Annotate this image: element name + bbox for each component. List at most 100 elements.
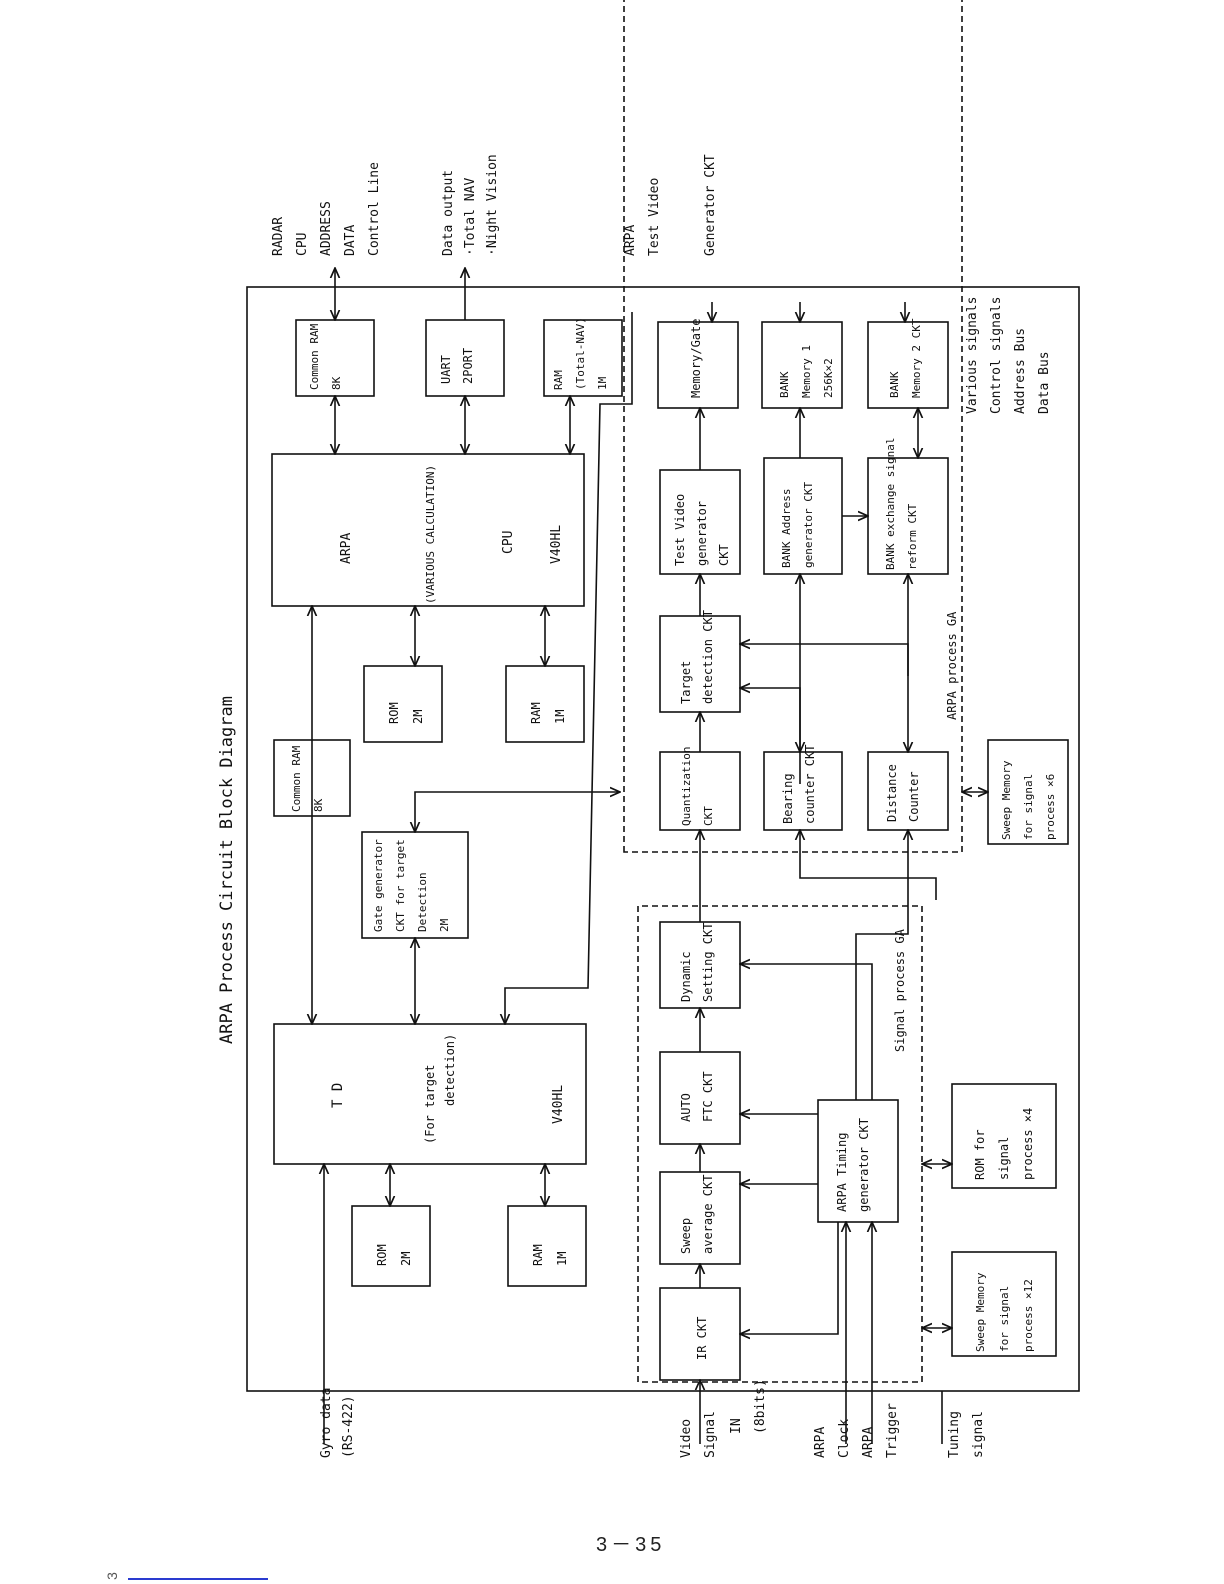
- sweep-memory-12-line-2: for signal: [998, 1286, 1011, 1352]
- uart-line-2: 2PORT: [461, 348, 475, 384]
- data-output-label-line-2: ·Total NAV: [463, 178, 478, 256]
- arpa-timing-line-2: generator CKT: [857, 1118, 871, 1212]
- auto-ftc-line-2: FTC CKT: [701, 1071, 715, 1122]
- signal-process-ga-label-line-1: Signal process GA: [893, 928, 907, 1052]
- ram-1m-lower-line-2: 1M: [555, 1252, 569, 1266]
- sweep-memory-12-line-3: process ×12: [1022, 1279, 1035, 1352]
- conn-td-ram-total-bus: [505, 312, 633, 1024]
- data-output-label-line-1: Data output: [441, 170, 456, 256]
- sweep-memory-6-line-1: Sweep Memory: [1000, 760, 1013, 840]
- dynamic-setting-block: [659, 921, 741, 1009]
- dynamic-setting-line-2: Setting CKT: [701, 923, 715, 1002]
- gate-generator-line-2: CKT for target: [394, 839, 407, 932]
- corner-mark: 3: [103, 1572, 120, 1580]
- gyro-data-label-line-1: Gyro data: [319, 1388, 334, 1458]
- conn-gate-quantization: [415, 792, 620, 832]
- video-signal-label-line-2: Signal: [703, 1411, 718, 1458]
- conn-bus-target-top: [740, 644, 909, 676]
- bearing-counter-line-2: counter CKT: [803, 745, 817, 824]
- sweep-memory-12-block: [951, 1251, 1057, 1357]
- data-output-label-line-3: ·Night Vision: [485, 154, 500, 256]
- various-signals-label-line-1: Various signals: [965, 297, 980, 414]
- rom-signal-4-line-1: ROM for: [973, 1129, 987, 1180]
- rom-signal-4-block: [951, 1083, 1057, 1189]
- cpu-label-line-1: CPU: [501, 531, 516, 554]
- ram-total-nav-block: [543, 319, 623, 397]
- td-for-target-line-1: (For target: [423, 1065, 437, 1144]
- target-detection-line-2: detection CKT: [701, 610, 715, 704]
- quantization-block: [659, 751, 741, 831]
- gate-generator-line-1: Gate generator: [372, 839, 385, 932]
- arpa-label-line-1: ARPA: [339, 533, 354, 564]
- ir-ckt-line-1: IR CKT: [695, 1317, 709, 1360]
- td-chip-label-line-1: V40HL: [551, 1085, 566, 1124]
- ram-total-nav-line-3: 1M: [596, 376, 609, 390]
- arpa-process-ga-label-line-1: ARPA process GA: [945, 611, 959, 720]
- radar-label-line-3: ADDRESS: [319, 201, 334, 256]
- rom-2m-lower-block: [351, 1205, 431, 1287]
- sweep-average-line-2: average CKT: [701, 1175, 715, 1254]
- generator-ckt-label-line-1: Generator CKT: [703, 154, 718, 256]
- bank-memory1-line-3: 256K×2: [822, 358, 835, 398]
- quantization-line-2: CKT: [702, 806, 715, 826]
- common-ram-mid-line-1: Common RAM: [290, 745, 303, 812]
- conn-timing-distance: [855, 830, 908, 1100]
- cpu-chip-label-line-1: V40HL: [549, 525, 564, 564]
- corner-rule: [128, 1578, 268, 1580]
- rom-signal-4-line-3: process ×4: [1021, 1108, 1035, 1180]
- td-block: [273, 1023, 587, 1165]
- conn-frame-bearing: [800, 830, 937, 900]
- sweep-memory-6-line-2: for signal: [1022, 774, 1035, 840]
- target-detection-block: [659, 615, 741, 713]
- in-8bits-label-line-2: (8bits): [753, 1379, 768, 1434]
- target-detection-line-1: Target: [679, 661, 693, 704]
- arpa-clock-label-line-1: ARPA: [813, 1427, 828, 1458]
- gate-generator-line-4: 2M: [438, 918, 451, 932]
- uart-line-1: UART: [439, 355, 453, 384]
- arpa-clock-label-line-2: Clock: [837, 1419, 852, 1458]
- various-calc-label-line-1: (VARIOUS CALCULATION): [424, 465, 437, 604]
- memory-gate-line-1: Memory/Gate: [689, 319, 703, 398]
- radar-label-line-5: Control Line: [367, 162, 382, 256]
- rom-2m-upper-line-1: ROM: [387, 702, 401, 724]
- bank-exchange-line-2: reform CKT: [906, 503, 919, 570]
- sweep-average-line-1: Sweep: [679, 1218, 693, 1254]
- arpa-cpu-block: [271, 453, 585, 607]
- common-ram-top-line-2: 8K: [330, 376, 343, 390]
- ram-1m-lower-line-1: RAM: [531, 1244, 545, 1266]
- bank-memory1-line-2: Memory 1: [800, 345, 813, 398]
- sweep-average-block: [659, 1171, 741, 1265]
- various-signals-label-line-2: Control signals: [989, 297, 1004, 414]
- outer-frame: [246, 286, 1080, 1392]
- ram-1m-upper-line-1: RAM: [529, 702, 543, 724]
- bank-memory2-line-2: Memory 2 CKT: [910, 318, 923, 398]
- arpa-trigger-label-line-2: Trigger: [885, 1403, 900, 1458]
- conn-timing-dynamic: [740, 964, 873, 1100]
- gyro-data-label-line-2: (RS-422): [341, 1395, 356, 1458]
- ram-1m-upper-line-2: 1M: [553, 710, 567, 724]
- quantization-line-1: Quantization: [680, 747, 693, 826]
- dynamic-setting-line-1: Dynamic: [679, 951, 693, 1002]
- tuning-signal-label-line-1: Tuning: [947, 1411, 962, 1458]
- auto-ftc-block: [659, 1051, 741, 1145]
- ram-1m-upper-block: [505, 665, 585, 743]
- distance-counter-line-2: Counter: [907, 771, 921, 822]
- rom-2m-lower-line-2: 2M: [399, 1252, 413, 1266]
- radar-label-line-1: RADAR: [271, 217, 286, 256]
- arpa-test-video-label-line-1: ARPA: [623, 225, 638, 256]
- conn-timing-ir: [740, 1222, 839, 1334]
- common-ram-top-line-1: Common RAM: [308, 323, 321, 390]
- arpa-timing-line-1: ARPA Timing: [835, 1133, 849, 1212]
- bank-memory2-line-1: BANK: [888, 371, 901, 398]
- test-video-generator-line-3: CKT: [717, 544, 731, 566]
- radar-label-line-4: DATA: [343, 225, 358, 256]
- in-8bits-label-line-1: IN: [729, 1418, 744, 1434]
- label-layer: ARPA Process Circuit Block Diagram RADAR C…: [217, 154, 1057, 1458]
- bearing-counter-line-1: Bearing: [781, 773, 795, 824]
- arpa-process-ga-group: [623, 0, 963, 853]
- various-signals-label-line-3: Address Bus: [1013, 328, 1028, 414]
- rom-signal-4-line-2: signal: [997, 1137, 1011, 1180]
- bank-memory1-line-1: BANK: [778, 371, 791, 398]
- diagram-title-line-1: ARPA Process Circuit Block Diagram: [217, 696, 237, 1044]
